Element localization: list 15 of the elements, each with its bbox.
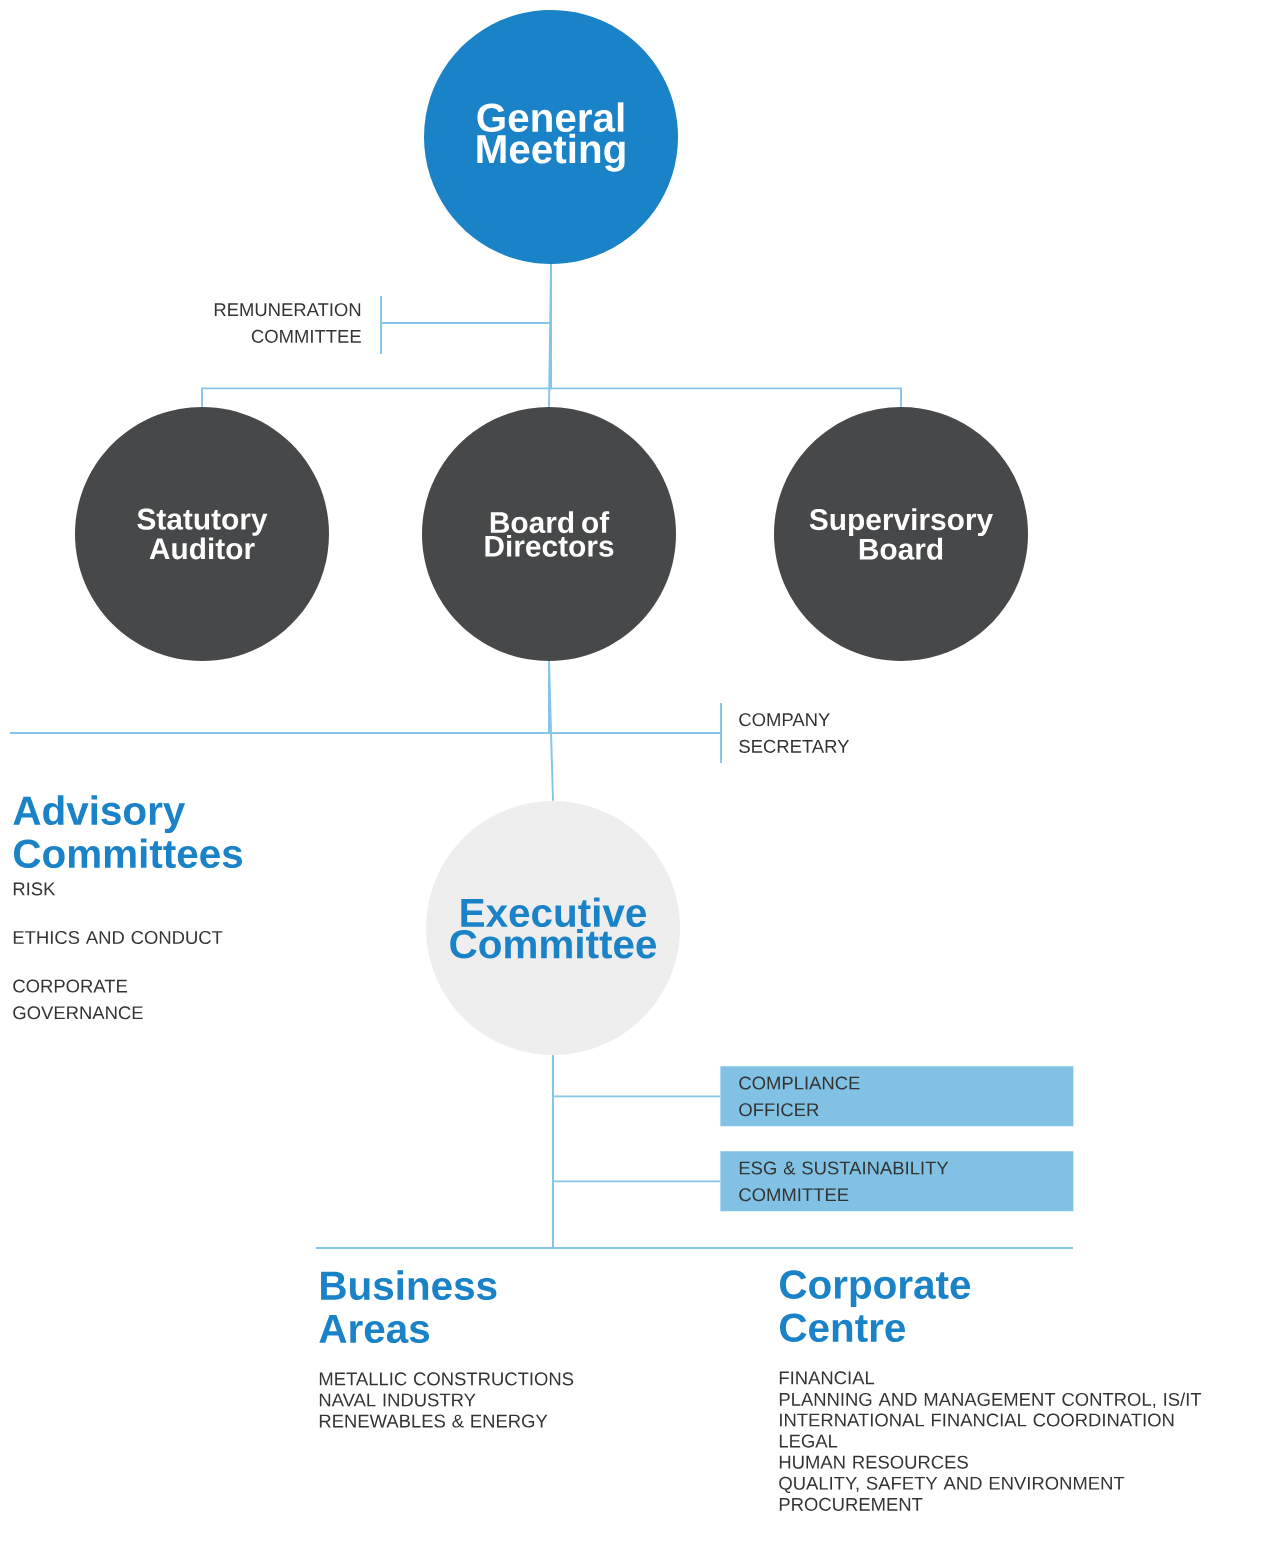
circle-node: General Meeting xyxy=(424,10,678,264)
circle-node: Supervirsory Board xyxy=(774,407,1028,661)
text-list: Business Areas METALLIC CONSTRUCTIONS NAVAL INDUSTRY RENEWABLES & ENERGY xyxy=(319,1270,574,1428)
bracketed-label: REMUNERATION COMMITTEE xyxy=(214,295,382,355)
text-list: Corporate Centre FINANCIAL PLANNING AND MANAGEMENT CONTROL, IS/IT INTERNATIONAL FINANCIAL COORDINATION LEGAL HUMAN RESOURCES QUALITY, SAFETY AND ENVIRONMENT PROCUREMENT xyxy=(779,1270,1202,1511)
label-box: ESG & SUSTAINABILITY COMMITTEE xyxy=(720,1151,1074,1212)
circle-node: Statutory Auditor xyxy=(75,407,329,661)
label-box: COMPLIANCE OFFICER xyxy=(720,1066,1074,1127)
circle-node: Board of Directors xyxy=(422,407,676,661)
connector-line xyxy=(550,263,902,408)
connector-line xyxy=(552,1054,1074,1249)
bracketed-label: COMPANY SECRETARY xyxy=(720,702,850,764)
text-list: Advisory Committees RISK ETHICS AND CONDUCT CORPORATE GOVERNANCE xyxy=(13,795,243,1020)
connector-line xyxy=(548,660,554,802)
circle-node: Executive Committee xyxy=(426,801,680,1055)
